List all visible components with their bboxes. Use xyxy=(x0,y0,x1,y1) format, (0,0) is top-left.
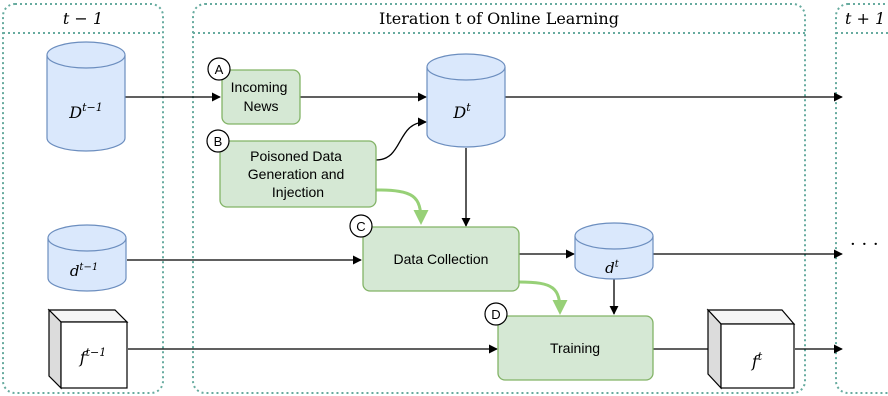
marker-d: D xyxy=(484,302,508,326)
marker-a: A xyxy=(207,57,231,81)
marker-c: C xyxy=(349,214,373,238)
continuation-ellipsis: · · · xyxy=(850,234,879,255)
d-prev-big-label: Dt−1 xyxy=(68,101,102,122)
panel-next-title: t + 1 xyxy=(845,9,885,28)
incoming-news-line-2: News xyxy=(243,98,278,114)
f-t-label: ft xyxy=(751,350,763,371)
incoming-news-line-1: Incoming xyxy=(231,79,288,95)
poisoned-data-line-2: Generation and xyxy=(248,166,345,182)
step-training: Training xyxy=(497,315,654,381)
d-t-big-label: Dt xyxy=(452,101,471,122)
green-connectors xyxy=(375,188,568,315)
step-poisoned-data: Poisoned Data Generation and Injection xyxy=(219,140,377,208)
f-prev-label: ft−1 xyxy=(79,346,107,367)
arrow-collection-to-training xyxy=(518,280,568,315)
panel-main: Iteration t of Online Learning xyxy=(192,3,806,394)
svg-text:Incoming News: Incoming News xyxy=(231,79,292,114)
connectors xyxy=(125,92,843,354)
panel-prev: t − 1 xyxy=(2,3,164,394)
cylinder-d-prev-big: Dt−1 xyxy=(46,41,126,152)
panel-prev-title: t − 1 xyxy=(63,9,103,28)
step-data-collection: Data Collection xyxy=(362,226,520,292)
marker-b: B xyxy=(206,129,230,153)
arrow-poison-to-collection xyxy=(375,188,429,225)
poisoned-data-line-1: Poisoned Data xyxy=(250,148,342,164)
training-label: Training xyxy=(550,340,600,356)
d-t-small-label: dt xyxy=(605,259,620,277)
arrow-poison-to-dt xyxy=(375,117,427,161)
svg-text:D: D xyxy=(491,307,500,322)
svg-text:Poisoned Data Generation: Poisoned Data Generation and Injection xyxy=(248,148,348,200)
svg-text:A: A xyxy=(215,62,224,77)
cube-f-prev: ft−1 xyxy=(47,308,129,390)
cylinder-d-small-prev: dt−1 xyxy=(47,224,127,292)
poisoned-data-line-3: Injection xyxy=(272,184,324,200)
cylinder-d-t-small: dt xyxy=(574,222,654,280)
panel-next: t + 1 xyxy=(835,3,888,394)
svg-text:C: C xyxy=(356,219,365,234)
step-incoming-news: Incoming News xyxy=(221,69,301,125)
data-collection-label: Data Collection xyxy=(394,251,489,267)
d-small-prev-label: dt−1 xyxy=(70,262,98,280)
cube-f-t: ft xyxy=(706,308,796,390)
svg-text:B: B xyxy=(214,134,223,149)
cylinder-d-t-big: Dt xyxy=(426,53,506,148)
panel-main-title: Iteration t of Online Learning xyxy=(379,9,619,28)
